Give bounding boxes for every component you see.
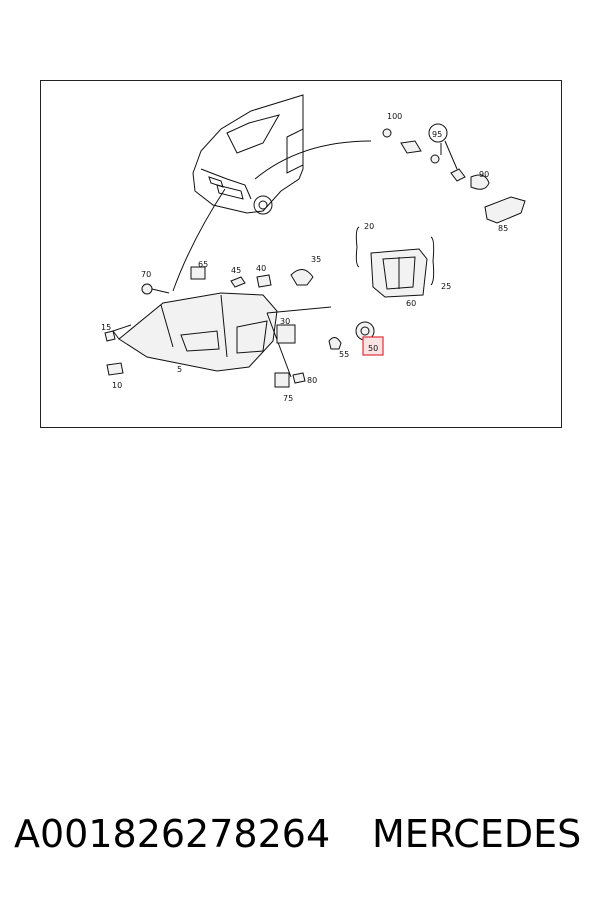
highlight-box [362, 336, 384, 356]
callout-15: 15 [101, 323, 111, 332]
callout-20: 20 [364, 222, 374, 231]
product-footer: A001826278264 MERCEDES [0, 806, 600, 862]
callout-5: 5 [177, 365, 182, 374]
bulb-row [141, 266, 314, 295]
callout-90: 90 [479, 170, 489, 179]
lamp-module-group [355, 226, 435, 298]
indicator-group [382, 123, 526, 224]
callout-10: 10 [112, 381, 122, 390]
callout-40: 40 [256, 264, 266, 273]
callout-85: 85 [498, 224, 508, 233]
callout-80: 80 [307, 376, 317, 385]
callout-55: 55 [339, 350, 349, 359]
callout-35: 35 [311, 255, 321, 264]
callout-100: 100 [387, 112, 402, 121]
callout-60: 60 [406, 299, 416, 308]
callout-25: 25 [441, 282, 451, 291]
leader-curve-headlamp [172, 188, 226, 292]
callout-65: 65 [198, 260, 208, 269]
callout-45: 45 [231, 266, 241, 275]
adjuster-group [266, 306, 332, 388]
callout-70: 70 [141, 270, 151, 279]
parts-diagram: 100 95 90 85 20 25 60 70 65 45 40 35 30 … [40, 80, 562, 428]
bulb-socket-group [328, 321, 375, 350]
leader-curve-indicator [254, 140, 372, 180]
callout-30: 30 [280, 317, 290, 326]
headlamp-assembly [112, 292, 278, 372]
diagram-canvas: 100 95 90 85 20 25 60 70 65 45 40 35 30 … [101, 94, 526, 403]
callout-75: 75 [283, 394, 293, 403]
clip-parts [104, 330, 124, 376]
callout-50: 50 [368, 344, 378, 353]
van-illustration [192, 94, 304, 215]
brand-name: MERCEDES [372, 812, 582, 856]
part-number: A001826278264 [14, 812, 331, 856]
callout-95: 95 [432, 130, 442, 139]
